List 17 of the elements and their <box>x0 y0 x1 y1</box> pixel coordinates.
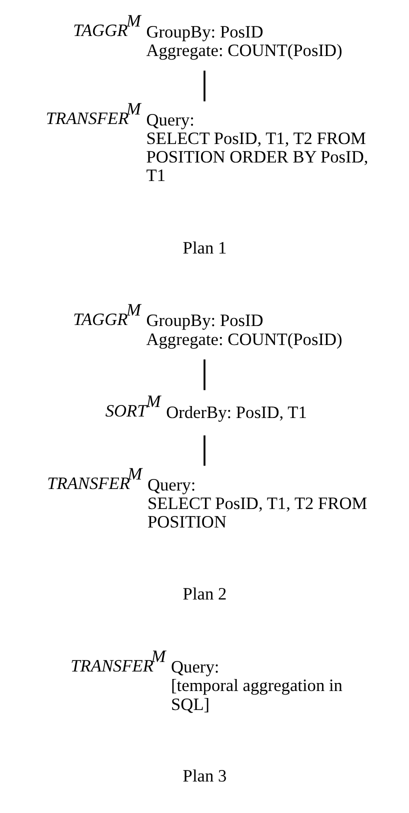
node-label: SELECT PosID, T1, T2 FROM POSITION ORDER BY PosID, T1 <box>146 128 368 186</box>
node-label: Aggregate: COUNT(PosID) <box>146 40 342 60</box>
label: Plan 2 <box>182 584 227 604</box>
connector <box>204 435 206 466</box>
connector <box>204 359 206 390</box>
label: Plan 3 <box>182 766 227 786</box>
node-label: [temporal aggregation in SQL] <box>171 676 342 714</box>
node-label: SELECT PosID, T1, T2 FROM POSITION <box>147 494 368 532</box>
node-label: GroupBy: PosID <box>146 311 264 330</box>
node-label: OrderBy: PosID, T1 <box>166 402 307 422</box>
node-label: Query: <box>147 475 196 494</box>
label: Plan 1 <box>182 238 227 258</box>
node-label: GroupBy: PosID <box>146 22 264 42</box>
connector <box>204 70 206 102</box>
node-label: Aggregate: COUNT(PosID) <box>146 330 342 349</box>
node-label: Query: <box>146 110 194 130</box>
node-label: Query: <box>171 658 220 677</box>
